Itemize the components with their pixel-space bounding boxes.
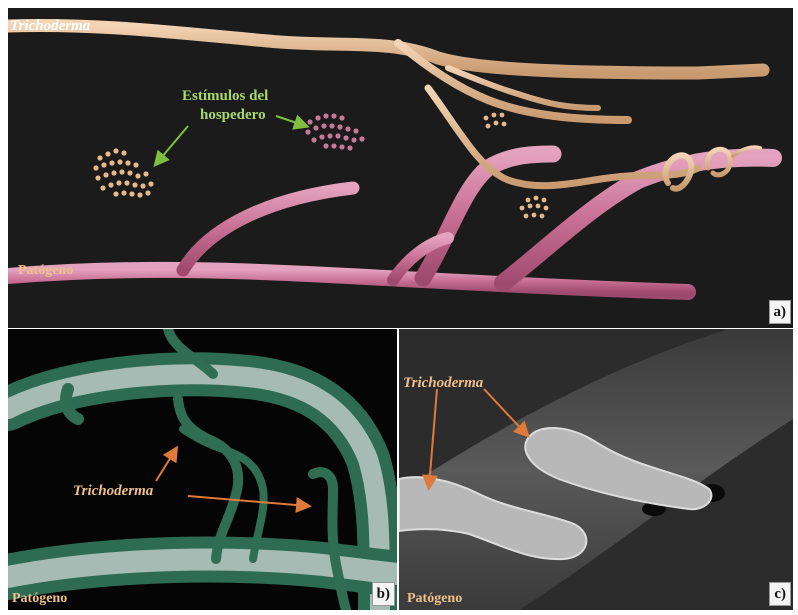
panel-c-illustration — [399, 329, 793, 610]
panel-b: Trichoderma Patógeno b) — [8, 329, 397, 610]
stimuli-arrow-right — [276, 116, 306, 126]
panel-letter-b: b) — [372, 582, 395, 606]
stimuli-arrow-left — [156, 126, 188, 164]
panel-letter-c: c) — [769, 582, 791, 606]
trichoderma-arrow-b2 — [188, 496, 308, 506]
panel-b-illustration — [8, 329, 397, 610]
trichoderma-label-c: Trichoderma — [403, 375, 483, 392]
panel-a-illustration — [8, 8, 793, 328]
panel-a: Trichoderma Estímulos del hospedero Pató… — [8, 8, 793, 328]
stimuli-cluster-center — [305, 113, 364, 150]
host-stimuli-label-line2: hospedero — [200, 107, 266, 124]
trichoderma-arrow-b1 — [156, 449, 176, 481]
trichoderma-label: Trichoderma — [10, 18, 90, 35]
stimuli-cluster-small-top — [484, 113, 507, 129]
pathogen-label-c: Patógeno — [407, 591, 462, 607]
pathogen-main-hypha — [8, 270, 688, 292]
trichoderma-label-b: Trichoderma — [73, 483, 153, 500]
panel-letter-a: a) — [769, 300, 792, 324]
host-stimuli-label-line1: Estímulos del — [182, 88, 268, 105]
pathogen-label: Patógeno — [18, 263, 73, 279]
trichoderma-main-hypha — [8, 25, 763, 73]
pathogen-branch-left — [183, 188, 353, 270]
pathogen-label-b: Patógeno — [12, 591, 67, 607]
stimuli-cluster-left — [93, 148, 153, 197]
stimuli-cluster-small-bottom — [520, 196, 549, 219]
panel-c: Trichoderma Patógeno c) — [399, 329, 793, 610]
